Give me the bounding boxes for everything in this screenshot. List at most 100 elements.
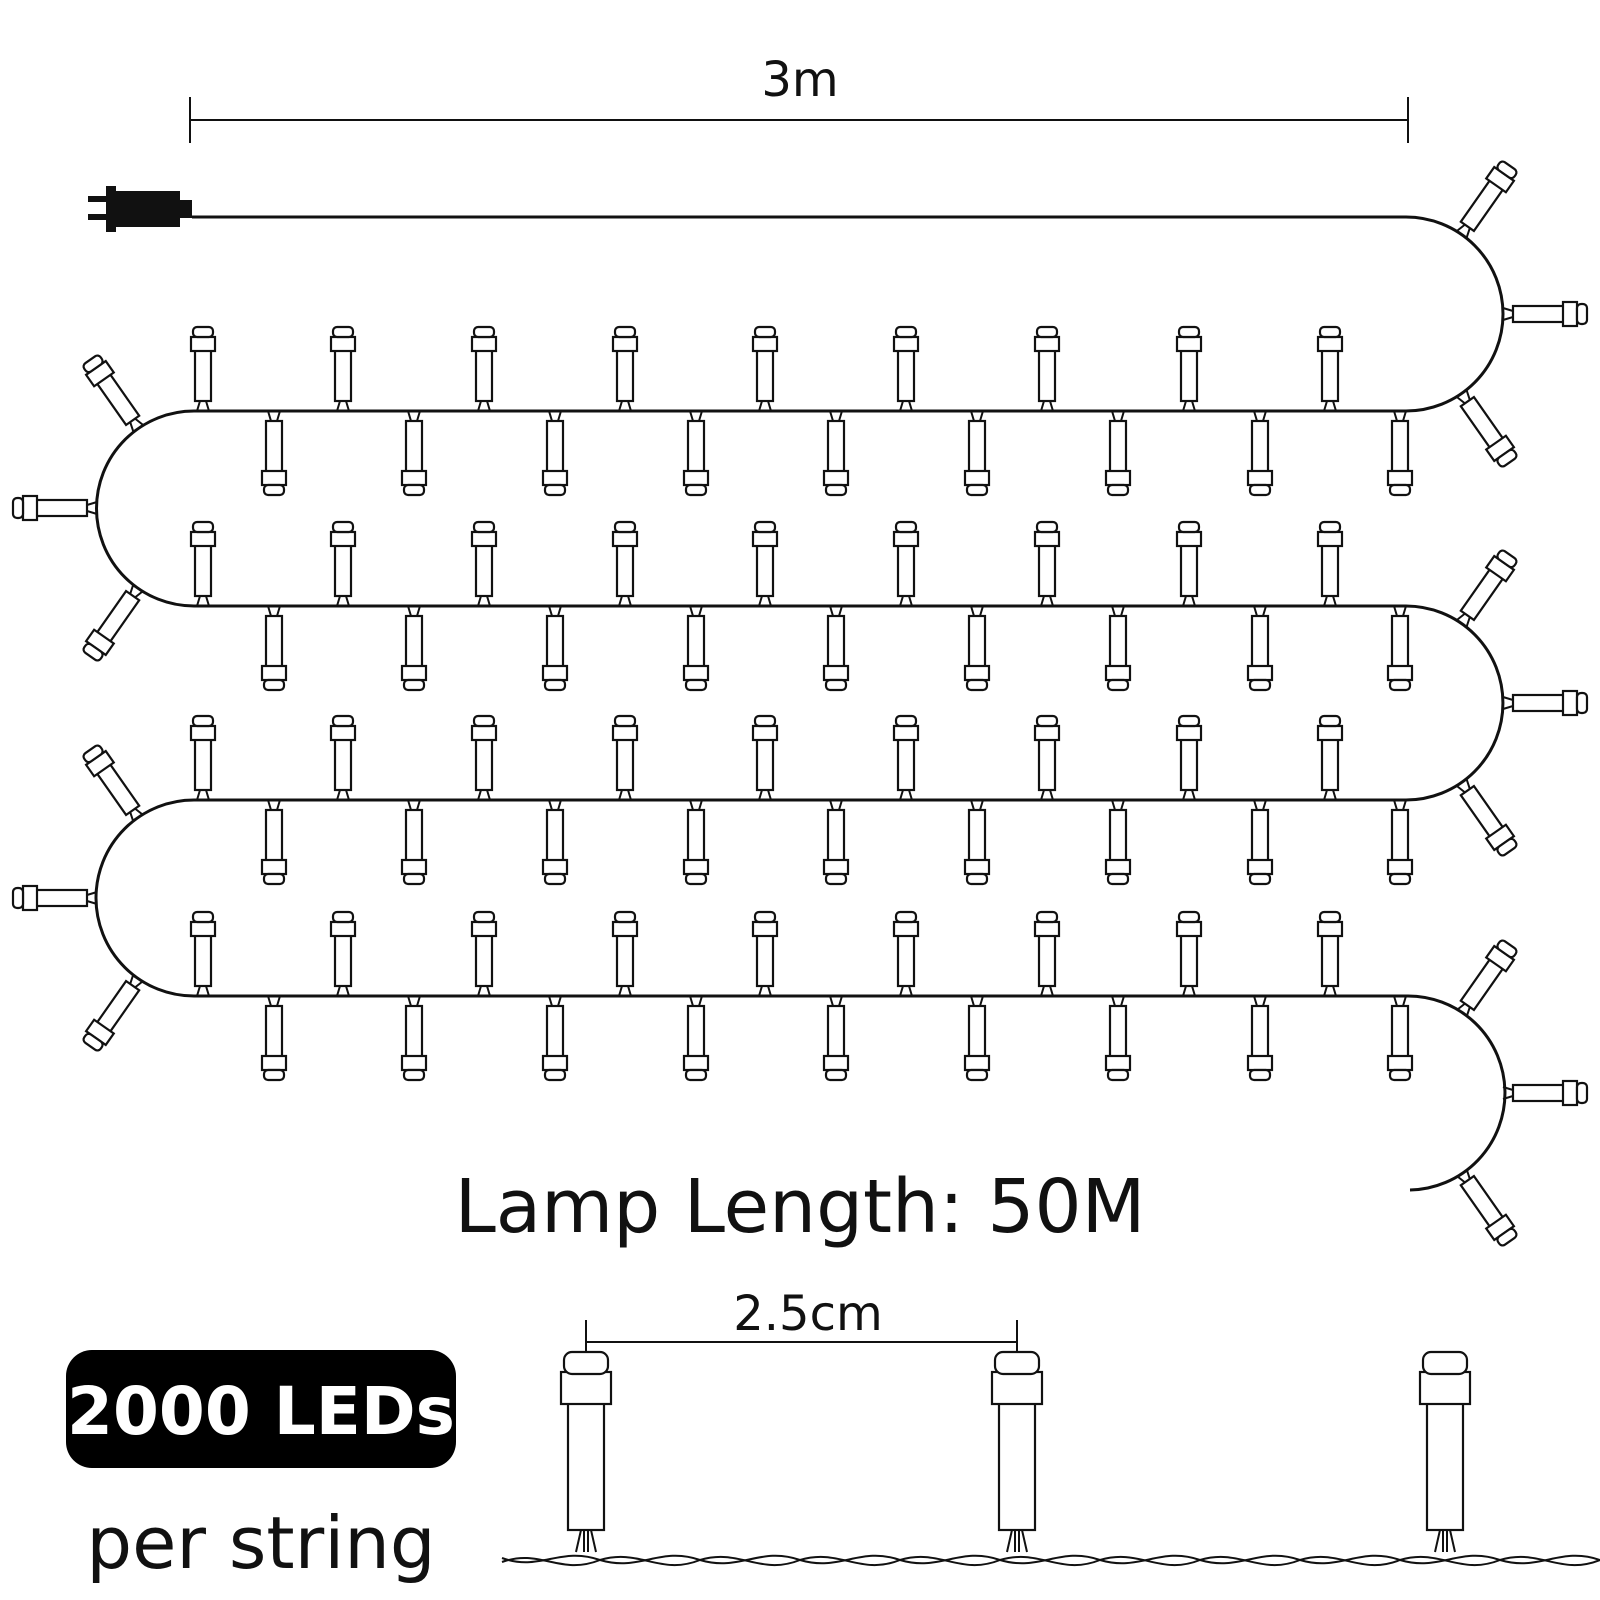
led-bulb-icon <box>1501 1079 1589 1107</box>
power-plug-icon <box>88 186 192 232</box>
led-bulb-icon <box>1175 910 1203 998</box>
led-bulb-icon <box>1450 157 1521 243</box>
per-string-label: per string <box>86 1501 435 1585</box>
led-bulb-icon <box>1450 936 1521 1022</box>
led-bulb-icon <box>1501 300 1589 328</box>
led-bulb-icon <box>1246 994 1274 1082</box>
led-bulb-icon <box>1175 520 1203 608</box>
led-bulb-icon <box>892 325 920 413</box>
led-bulb-icon <box>470 325 498 413</box>
led-bulb-icon <box>1386 604 1414 692</box>
led-bulb-icon <box>11 884 99 912</box>
led-bulb-icon <box>892 910 920 998</box>
led-bulb-icon <box>79 351 150 437</box>
led-bulb-icon <box>1450 546 1521 632</box>
led-bulb-icon <box>611 910 639 998</box>
led-bulb-icon <box>963 409 991 497</box>
led-bulb-icon <box>682 409 710 497</box>
led-bulb-icon <box>470 520 498 608</box>
led-bulb-icon <box>822 994 850 1082</box>
led-bulb-icon <box>1246 409 1274 497</box>
led-bulb-icon <box>260 604 288 692</box>
led-bulb-icon <box>1175 325 1203 413</box>
led-bulb-icon <box>329 714 357 802</box>
led-bulb-icon <box>1033 325 1061 413</box>
led-bulb-icon <box>541 409 569 497</box>
led-bulb-icon <box>822 409 850 497</box>
led-bulb-icon <box>1386 994 1414 1082</box>
led-bulb-icon <box>1104 409 1132 497</box>
led-bulb-icon <box>1418 1350 1472 1554</box>
led-bulb-icon <box>751 325 779 413</box>
led-bulb-icon <box>260 798 288 886</box>
led-bulb-icon <box>1316 910 1344 998</box>
led-bulb-icon <box>682 994 710 1082</box>
led-bulb-icon <box>470 910 498 998</box>
led-bulb-icon <box>1104 994 1132 1082</box>
led-bulb-icon <box>541 994 569 1082</box>
led-bulb-icon <box>822 604 850 692</box>
led-bulb-icon <box>189 714 217 802</box>
led-bulb-icon <box>329 325 357 413</box>
led-bulb-icon <box>260 994 288 1082</box>
led-bulb-icon <box>1316 325 1344 413</box>
led-bulb-icon <box>611 714 639 802</box>
led-bulb-icon <box>1104 798 1132 886</box>
led-count-label: 2000 LEDs <box>67 1373 455 1450</box>
led-bulb-icon <box>1104 604 1132 692</box>
led-bulb-icon <box>329 910 357 998</box>
led-bulb-icon <box>682 798 710 886</box>
spacing-detail: 2.5cm <box>501 1286 1600 1567</box>
led-bulb-icon <box>682 604 710 692</box>
led-bulb-icon <box>1033 520 1061 608</box>
led-bulb-icon <box>400 604 428 692</box>
led-bulb-icon <box>1033 714 1061 802</box>
led-bulb-icon <box>1501 689 1589 717</box>
led-bulb-icon <box>822 798 850 886</box>
string-wire <box>94 215 1507 1192</box>
led-bulb-icon <box>611 325 639 413</box>
led-bulb-icon <box>189 325 217 413</box>
led-bulb-icon <box>79 969 150 1055</box>
led-bulb-icon <box>400 994 428 1082</box>
led-bulb-icon <box>1316 520 1344 608</box>
led-bulb-icon <box>541 798 569 886</box>
led-bulb-icon <box>1316 714 1344 802</box>
led-bulb-icon <box>260 409 288 497</box>
led-bulb-icon <box>470 714 498 802</box>
led-bulb-icon <box>400 798 428 886</box>
led-bulb-icon <box>189 520 217 608</box>
led-bulb-icon <box>189 910 217 998</box>
led-bulb-icon <box>1386 798 1414 886</box>
led-bulb-icon <box>892 714 920 802</box>
led-bulbs <box>11 157 1589 1250</box>
led-bulb-icon <box>400 409 428 497</box>
led-bulb-icon <box>751 910 779 998</box>
led-bulb-icon <box>751 714 779 802</box>
spacing-label: 2.5cm <box>733 1286 882 1342</box>
led-bulb-icon <box>79 579 150 665</box>
row-length-dimension: 3m <box>189 52 1409 143</box>
led-bulb-icon <box>1175 714 1203 802</box>
led-bulb-icon <box>329 520 357 608</box>
lamp-length-label: Lamp Length: 50M <box>455 1164 1146 1250</box>
led-bulb-icon <box>751 520 779 608</box>
led-bulb-icon <box>990 1350 1044 1554</box>
led-bulb-icon <box>79 741 150 827</box>
led-bulb-icon <box>1246 798 1274 886</box>
led-bulb-icon <box>963 604 991 692</box>
led-bulb-icon <box>1386 409 1414 497</box>
row-length-label: 3m <box>761 52 838 108</box>
led-bulb-icon <box>1033 910 1061 998</box>
led-bulb-icon <box>559 1350 613 1554</box>
led-bulb-icon <box>1450 1164 1521 1250</box>
led-bulb-icon <box>541 604 569 692</box>
led-bulb-icon <box>963 798 991 886</box>
led-bulb-icon <box>892 520 920 608</box>
led-bulb-icon <box>1246 604 1274 692</box>
led-bulb-icon <box>611 520 639 608</box>
led-bulb-icon <box>1450 385 1521 471</box>
led-bulb-icon <box>11 494 99 522</box>
led-count-badge: 2000 LEDs <box>66 1350 456 1468</box>
